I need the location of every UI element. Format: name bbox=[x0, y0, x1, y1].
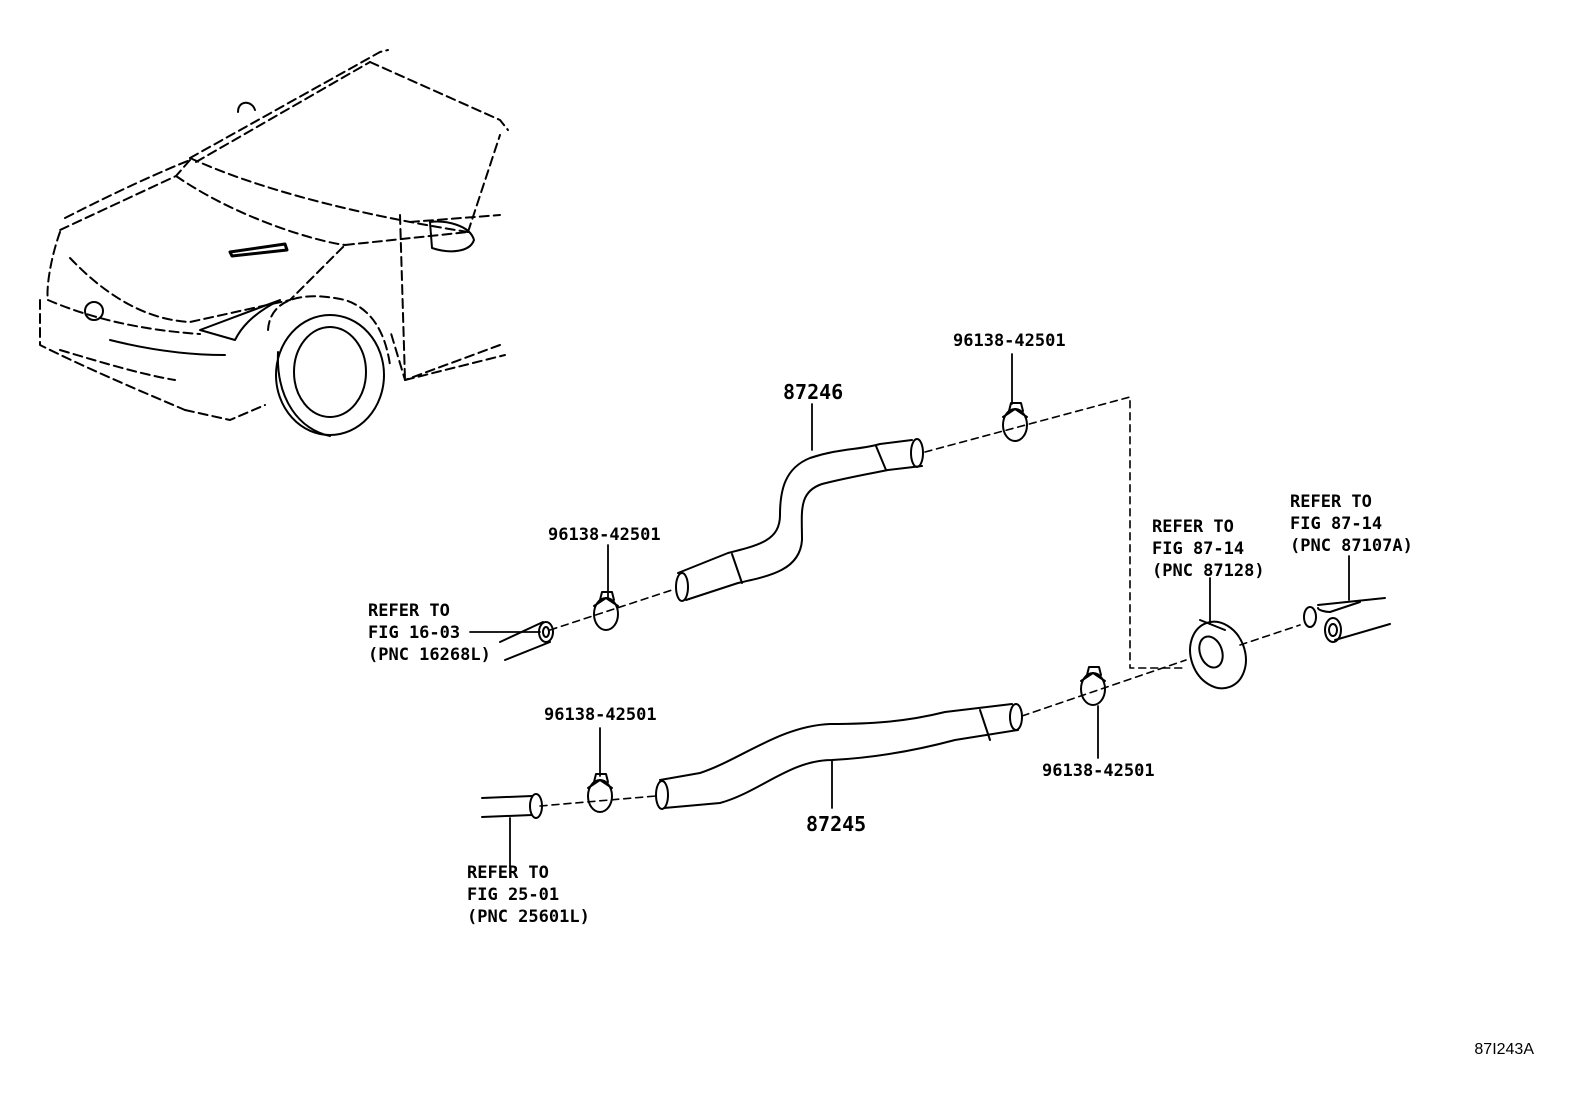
clamp-shapes bbox=[587, 402, 1106, 813]
hose-87246-shape bbox=[675, 438, 924, 602]
figure-id: 87I243A bbox=[1474, 1041, 1534, 1058]
pipe-87-14 bbox=[1303, 597, 1391, 643]
assembly-dashed-lines bbox=[539, 396, 1301, 807]
leader-lines bbox=[469, 353, 1350, 867]
vehicle-outline-illustration bbox=[39, 49, 509, 421]
label-87245: 87245 bbox=[806, 812, 867, 836]
ref-line-2: FIG 25-01 bbox=[467, 885, 560, 905]
ref-line-3: (PNC 87107A) bbox=[1290, 536, 1413, 556]
label-clamp-right-upper: 96138-42501 bbox=[953, 331, 1066, 351]
ref-line-1: REFER TO bbox=[368, 601, 450, 621]
pipe-25-01 bbox=[481, 793, 543, 819]
ref-line-2: FIG 16-03 bbox=[368, 623, 461, 643]
ref-line-1: REFER TO bbox=[1290, 492, 1372, 512]
ref-line-3: (PNC 16268L) bbox=[368, 645, 491, 665]
label-87246: 87246 bbox=[783, 380, 844, 404]
reference-fig-16-03: REFER TO FIG 16-03 (PNC 16268L) bbox=[368, 600, 491, 666]
hose-87245-shape bbox=[655, 703, 1023, 810]
label-clamp-left-lower: 96138-42501 bbox=[544, 705, 657, 725]
label-clamp-right-lower: 96138-42501 bbox=[1042, 761, 1155, 781]
reference-fig-25-01: REFER TO FIG 25-01 (PNC 25601L) bbox=[467, 862, 590, 928]
ref-line-3: (PNC 87128) bbox=[1152, 561, 1265, 581]
vehicle-solid-details bbox=[84, 101, 475, 437]
label-clamp-left-upper: 96138-42501 bbox=[548, 525, 661, 545]
ref-line-1: REFER TO bbox=[467, 863, 549, 883]
ref-line-2: FIG 87-14 bbox=[1290, 514, 1383, 534]
reference-fig-87-14-pnc-87107a: REFER TO FIG 87-14 (PNC 87107A) bbox=[1290, 491, 1413, 557]
pipe-16-03 bbox=[499, 621, 554, 661]
reference-fig-87-14-pnc-87128: REFER TO FIG 87-14 (PNC 87128) bbox=[1152, 516, 1265, 582]
grommet-87128 bbox=[1189, 619, 1247, 690]
ref-line-3: (PNC 25601L) bbox=[467, 907, 590, 927]
ref-line-2: FIG 87-14 bbox=[1152, 539, 1245, 559]
ref-line-1: REFER TO bbox=[1152, 517, 1234, 537]
